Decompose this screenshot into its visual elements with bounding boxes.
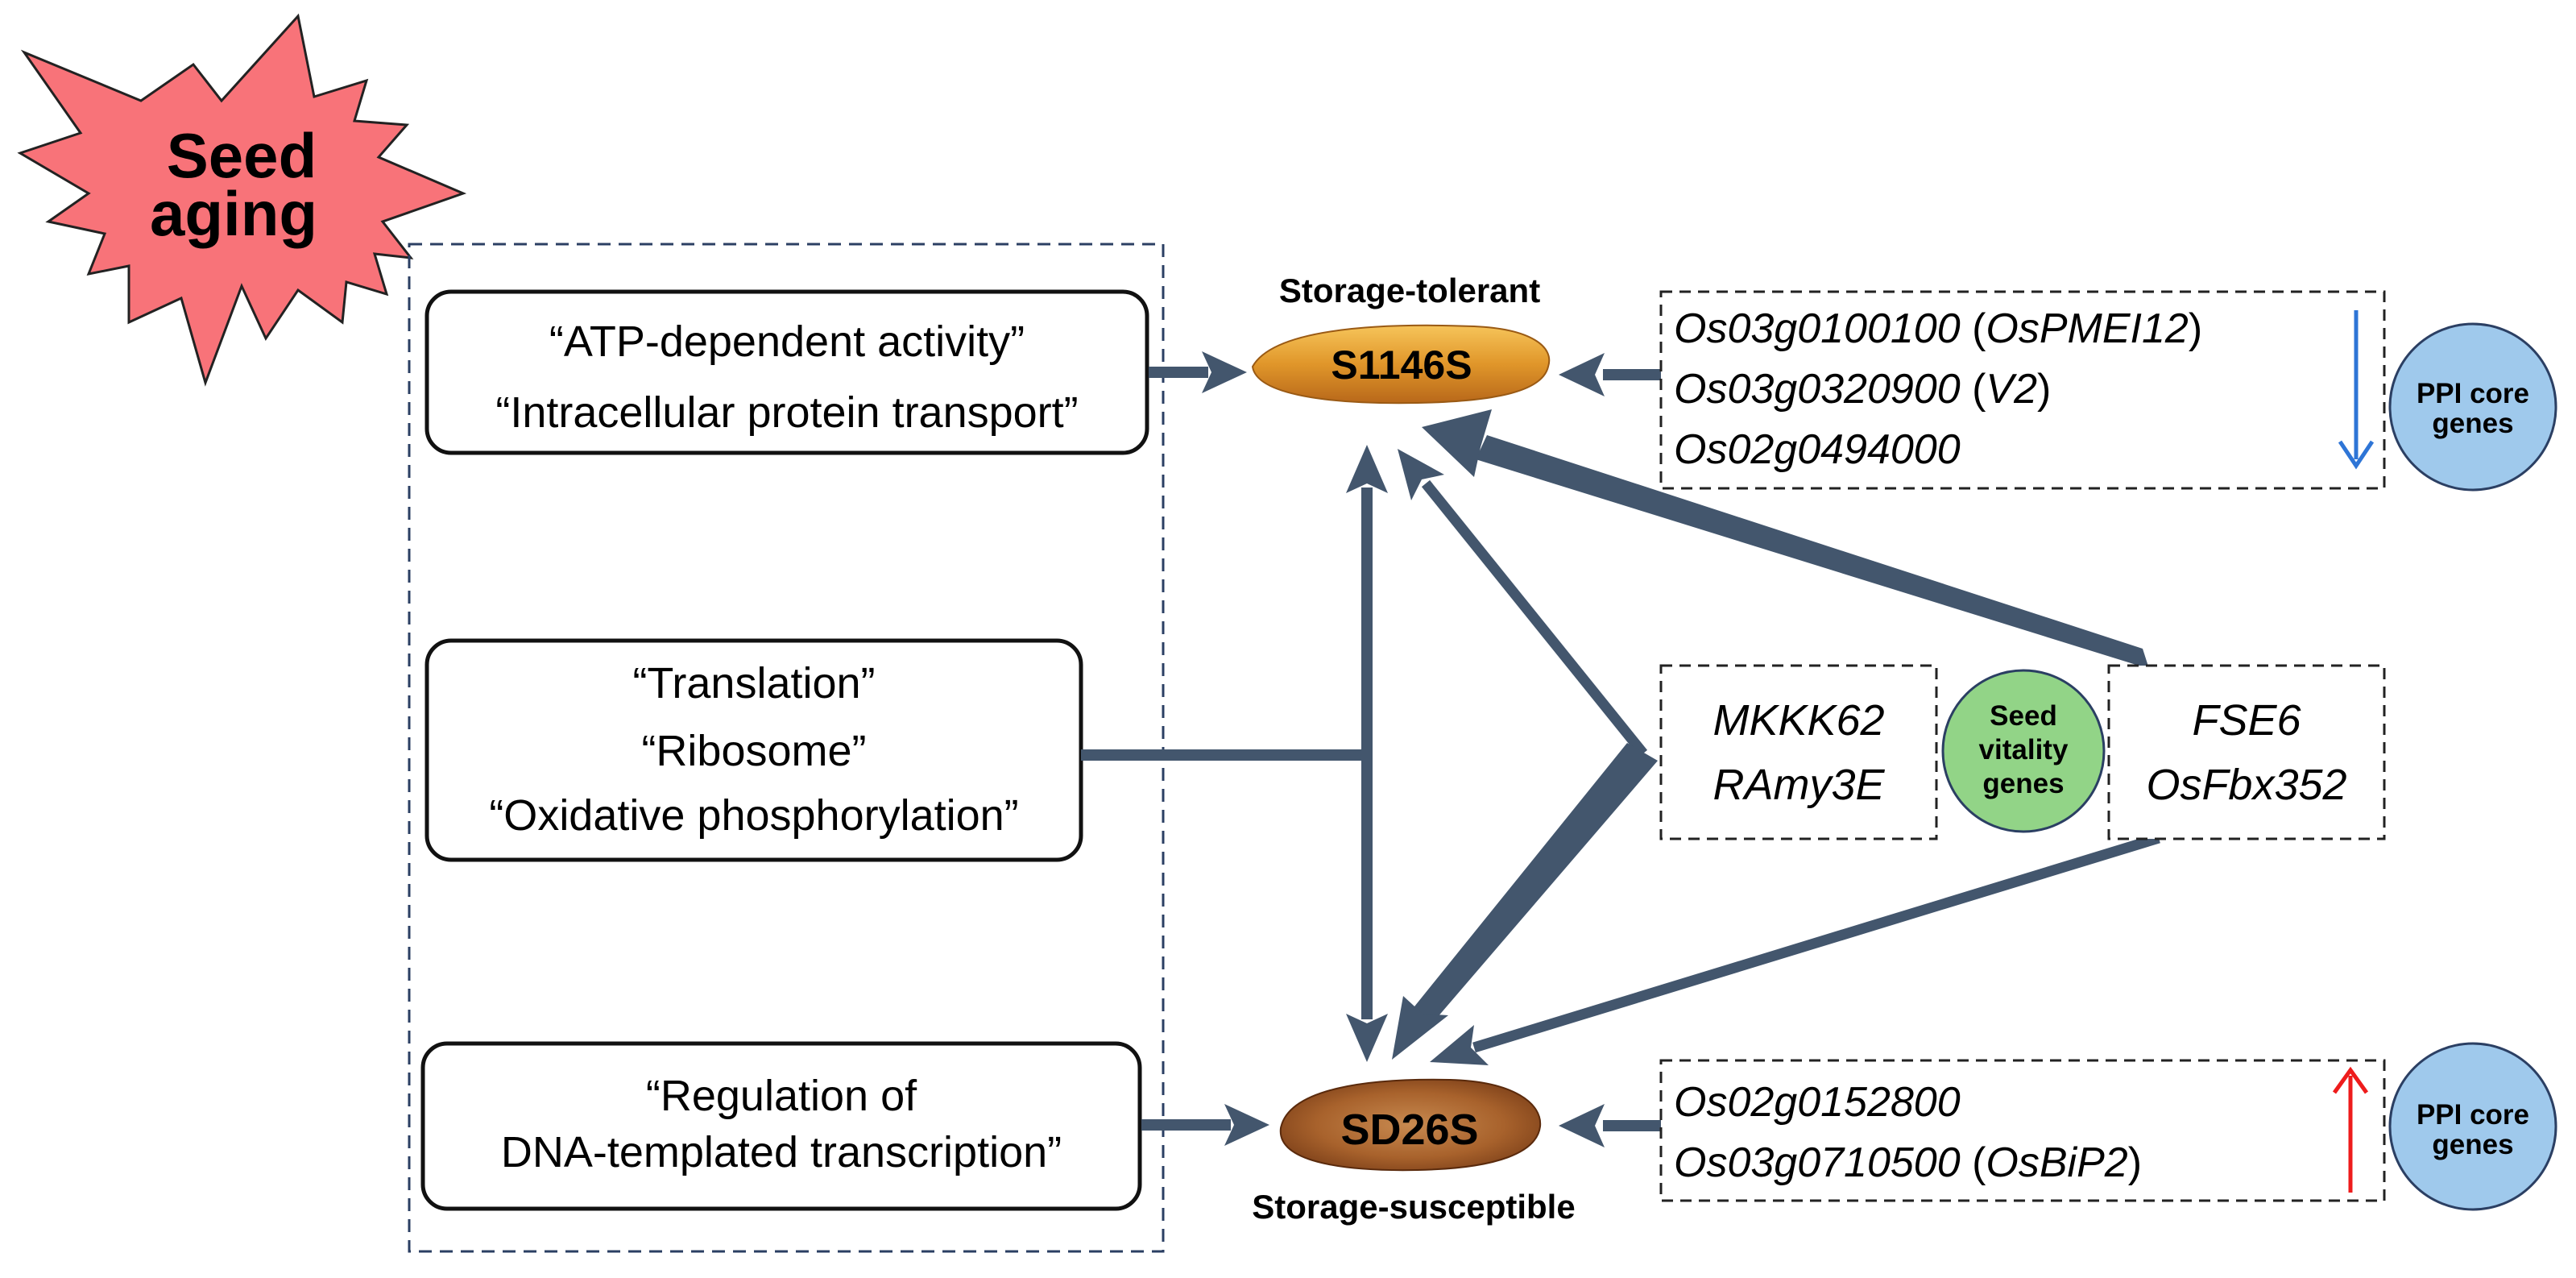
gene-row: Os02g0152800	[1674, 1079, 1961, 1126]
badge-ppi-bottom-line1: PPI core	[2417, 1099, 2529, 1131]
gene-row: Os03g0320900 (V2)	[1674, 366, 2051, 413]
category-translation-line3: “Oxidative phosphorylation”	[489, 791, 1018, 840]
arrowhead-topgenes	[1559, 353, 1605, 396]
trend-up-arrowhead	[2332, 1066, 2369, 1094]
arrow-fse6-to-bottom-seed	[1472, 832, 2160, 1053]
arrowhead-bottomgenes	[1559, 1104, 1605, 1147]
arrow-fse6-to-top-seed	[1476, 435, 2149, 669]
seed-bottom-image	[1279, 1078, 1542, 1172]
badge-ppi-bottom: PPI core genes	[2388, 1042, 2557, 1211]
badge-seed-vitality-circle	[1941, 669, 2106, 833]
seed-top-label: S1146S	[1331, 342, 1472, 388]
arrowhead-box3-bottom	[1224, 1104, 1269, 1146]
badge-ppi-top-line1: PPI core	[2417, 378, 2529, 409]
burst-shape	[17, 13, 467, 387]
category-box-translation: “Translation” “Ribosome” “Oxidative phos…	[425, 638, 1083, 862]
burst-line1: Seed	[167, 120, 317, 191]
vitality-gene-2: RAmy3E	[1713, 761, 1885, 809]
badge-ppi-top-circle	[2388, 322, 2557, 492]
seed-aging-burst: Seed aging	[17, 13, 467, 387]
gene-box-vitality-right: FSE6 OsFbx352	[2107, 664, 2386, 840]
gene-box-bottom: Os02g0152800 Os03g0710500 (OsBiP2)	[1659, 1059, 2386, 1202]
vitality-gene-4: OsFbx352	[2146, 761, 2346, 809]
seed-top-image	[1251, 324, 1551, 405]
gene-box-top: Os03g0100100 (OsPMEI12) Os03g0320900 (V2…	[1659, 290, 2386, 490]
gene-box-bottom-frame	[1659, 1059, 2386, 1202]
category-regulation-line1: “Regulation of	[646, 1072, 917, 1120]
connector-arrows	[1081, 351, 2160, 1147]
badge-ppi-bottom-circle	[2388, 1042, 2557, 1211]
gene-row: Os03g0710500 (OsBiP2)	[1674, 1139, 2142, 1186]
arrow-vitality-to-bottom-seed	[1411, 743, 1658, 1023]
arrowhead-vitality-bottom	[1392, 996, 1448, 1060]
category-box-atp: “ATP-dependent activity” “Intracellular …	[425, 289, 1149, 455]
category-translation-line2: “Ribosome”	[641, 727, 866, 775]
category-box-regulation-frame	[420, 1041, 1142, 1211]
category-atp-line2: “Intracellular protein transport”	[495, 388, 1078, 437]
gene-row: Os03g0100100 (OsPMEI12)	[1674, 305, 2202, 352]
category-panel-border	[408, 243, 1165, 1253]
gene-box-top-frame	[1659, 290, 2386, 490]
badge-ppi-top: PPI core genes	[2388, 322, 2557, 492]
gene-box-vitality-right-frame	[2107, 664, 2386, 840]
badge-ppi-top-line2: genes	[2432, 408, 2513, 439]
gene-box-vitality-left-frame	[1659, 664, 1938, 840]
badge-ppi-bottom-line2: genes	[2432, 1129, 2513, 1160]
arrowhead-vitality-top	[1398, 449, 1444, 500]
category-atp-line1: “ATP-dependent activity”	[549, 317, 1025, 366]
arrowhead-vertical-up	[1346, 445, 1388, 493]
category-box-atp-frame	[425, 289, 1149, 455]
trend-down-arrowhead	[2338, 440, 2375, 470]
arrowhead-vertical-down	[1346, 1014, 1388, 1062]
arrow-vitality-to-top-seed	[1421, 479, 1648, 757]
vitality-gene-1: MKKK62	[1713, 696, 1884, 745]
category-regulation-line2: DNA-templated transcription”	[501, 1128, 1062, 1176]
arrowhead-box1-top	[1202, 351, 1247, 393]
gene-box-vitality-left: MKKK62 RAmy3E	[1659, 664, 1938, 840]
seed-bottom-caption: Storage-susceptible	[1252, 1188, 1575, 1226]
seed-bottom-label: SD26S	[1340, 1106, 1478, 1154]
seed-storage-tolerant: Storage-tolerant S1146S	[1251, 272, 1551, 405]
badge-vitality-line1: Seed	[1990, 700, 2057, 732]
badge-seed-vitality: Seed vitality genes	[1941, 669, 2106, 833]
seed-storage-susceptible: SD26S Storage-susceptible	[1252, 1078, 1576, 1226]
category-translation-line1: “Translation”	[632, 659, 875, 707]
gene-row: Os02g0494000	[1674, 426, 1961, 473]
badge-vitality-line2: vitality	[1979, 734, 2069, 766]
seed-top-caption: Storage-tolerant	[1279, 272, 1540, 309]
burst-line2: aging	[150, 178, 317, 249]
category-box-regulation: “Regulation of DNA-templated transcripti…	[420, 1041, 1142, 1211]
badge-vitality-line3: genes	[1982, 768, 2064, 799]
arrowhead-fse6-top	[1422, 409, 1492, 477]
arrowhead-fse6-bottom	[1430, 1025, 1489, 1065]
vitality-gene-3: FSE6	[2192, 696, 2301, 745]
